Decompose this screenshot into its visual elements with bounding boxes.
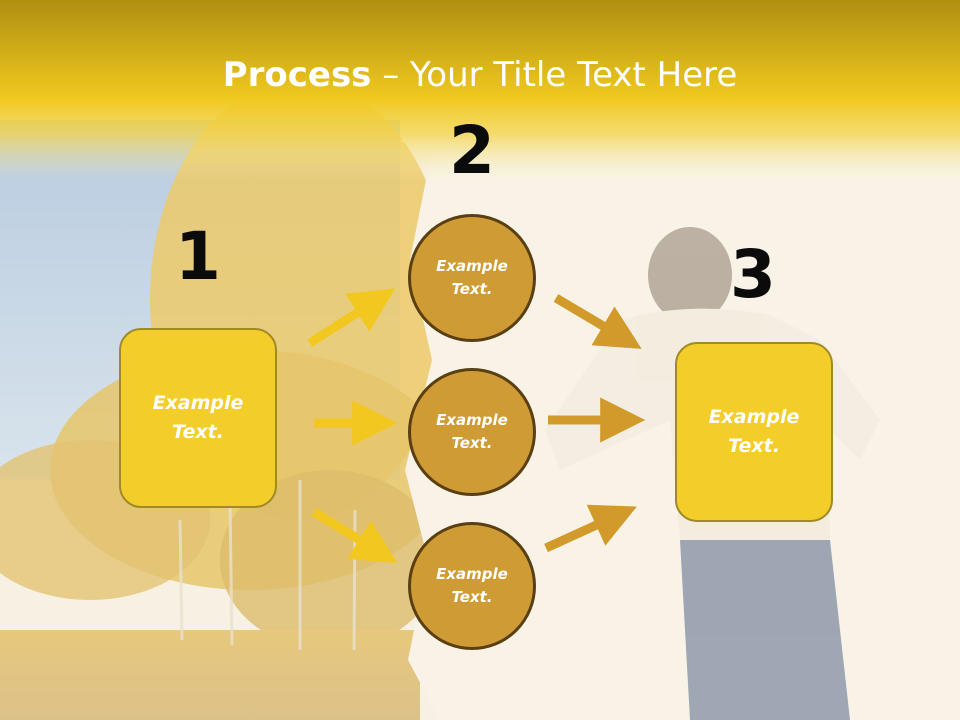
title-rest: – Your Title Text Here	[371, 55, 738, 95]
step-2-text-bottom: Example Text.	[436, 565, 508, 606]
step-2-circle-middle[interactable]: Example Text.	[408, 368, 536, 496]
step-2-circle-bottom[interactable]: Example Text.	[408, 522, 536, 650]
step-number-1: 1	[175, 218, 221, 295]
arrow-1-to-2-bottom	[311, 508, 398, 564]
title-bold: Process	[222, 55, 372, 95]
step-number-3: 3	[730, 236, 776, 313]
step-2-text-middle: Example Text.	[436, 411, 508, 452]
step-2-text-top: Example Text.	[436, 257, 508, 298]
step-number-2: 2	[449, 112, 495, 189]
step-2-circle-top[interactable]: Example Text.	[408, 214, 536, 342]
arrow-2-top-to-3	[553, 294, 642, 349]
step-1-box[interactable]: Example Text.	[119, 328, 277, 508]
step-3-text: Example Text.	[708, 406, 800, 457]
arrow-2-bottom-to-3	[544, 504, 637, 553]
arrow-1-to-2-top	[307, 288, 396, 347]
slide-title: Process – Your Title Text Here	[0, 52, 960, 98]
step-1-text: Example Text.	[152, 392, 244, 443]
step-3-box[interactable]: Example Text.	[675, 342, 833, 522]
